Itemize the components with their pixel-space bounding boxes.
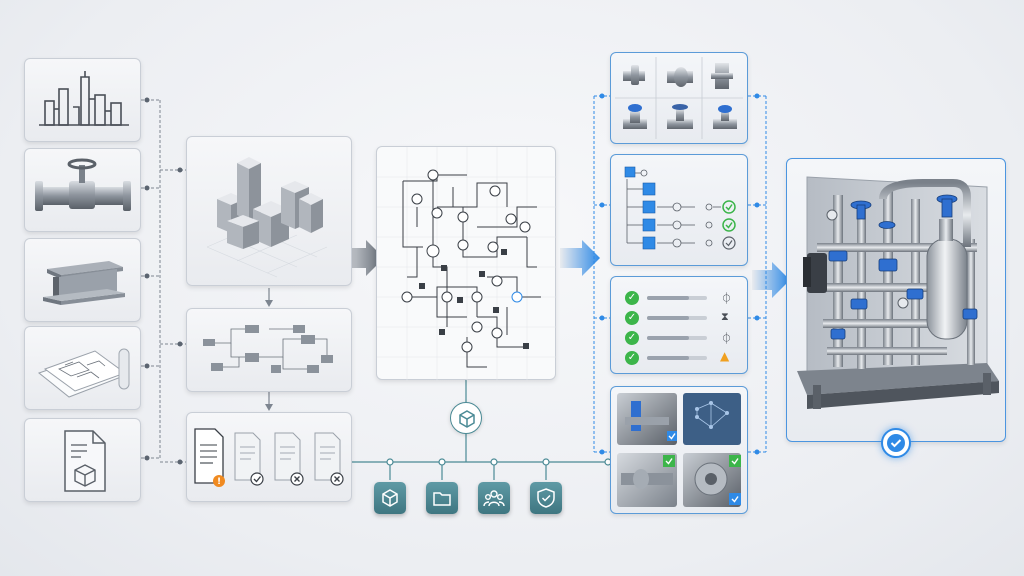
document-status-list: ! <box>194 428 344 487</box>
steel-i-beam-icon <box>43 261 125 305</box>
users-tile-button[interactable] <box>478 482 510 514</box>
folder-icon <box>433 492 451 506</box>
folder-tile-button[interactable] <box>426 482 458 514</box>
sensor-icon: ⏀ <box>721 332 732 345</box>
pipe-valve-icon <box>35 158 131 211</box>
inspection-gallery-card[interactable] <box>610 386 748 514</box>
progress-fill <box>647 316 689 320</box>
check-circle-icon: ✓ <box>625 311 639 325</box>
checklist-row: ✓ ⏀ <box>625 291 737 305</box>
cube-tile-button[interactable] <box>374 482 406 514</box>
cube-hub-icon <box>459 410 475 428</box>
progress-bar <box>647 316 707 320</box>
users-icon <box>483 490 505 507</box>
progress-fill <box>647 296 689 300</box>
drawing-sheets-icon <box>37 348 130 398</box>
workflow-flowchart <box>203 325 333 373</box>
source-refinery-card[interactable] <box>24 58 141 142</box>
check-badge-icon <box>887 434 905 452</box>
inspection-photo-grid <box>617 393 741 507</box>
progress-fill <box>647 356 689 360</box>
warning-status-icon <box>213 475 225 487</box>
svg-text:!: ! <box>217 477 221 487</box>
3d-model-card[interactable] <box>186 136 352 286</box>
workflow-diagram-card[interactable] <box>186 308 352 392</box>
source-pipe-valve-card[interactable] <box>24 148 141 232</box>
cube-hub-node[interactable] <box>450 402 482 434</box>
shield-check-icon <box>537 488 555 508</box>
valve-catalog-card[interactable] <box>610 52 748 144</box>
document-cube-icon <box>64 430 106 492</box>
3d-blocks-model <box>206 157 328 278</box>
pid-schematic <box>377 147 557 381</box>
hourglass-icon: ⧗ <box>721 310 729 323</box>
source-document-card[interactable] <box>24 418 141 502</box>
checklist-row: ✓ ⧗ <box>625 310 737 325</box>
cube-icon <box>382 489 398 507</box>
validation-checklist-card[interactable]: ✓ ⏀ ✓ ⧗ ✓ ⏀ ✓ ▲ <box>610 276 748 374</box>
process-skid-render <box>797 176 999 409</box>
document-review-card[interactable]: ! <box>186 412 352 502</box>
pid-schematic-card[interactable] <box>376 146 557 381</box>
check-circle-icon: ✓ <box>625 351 639 365</box>
progress-bar <box>647 296 707 300</box>
checklist-row: ✓ ⏀ <box>625 331 737 345</box>
final-approval-badge <box>881 428 911 458</box>
progress-bar <box>647 356 707 360</box>
assembly-tree <box>624 166 736 250</box>
final-skid-card[interactable] <box>786 158 1006 442</box>
checklist-row: ✓ ▲ <box>625 349 737 365</box>
progress-bar <box>647 336 707 340</box>
sensor-icon: ⏀ <box>721 292 732 305</box>
check-circle-icon: ✓ <box>625 331 639 345</box>
progress-fill <box>647 336 689 340</box>
shield-tile-button[interactable] <box>530 482 562 514</box>
refinery-plant-icon <box>39 71 129 126</box>
check-circle-icon: ✓ <box>625 291 639 305</box>
source-drawings-card[interactable] <box>24 326 141 410</box>
assembly-tree-card[interactable] <box>610 154 748 266</box>
valve-parts-grid <box>615 57 743 139</box>
source-steel-beam-card[interactable] <box>24 238 141 322</box>
warning-icon: ▲ <box>720 349 730 363</box>
